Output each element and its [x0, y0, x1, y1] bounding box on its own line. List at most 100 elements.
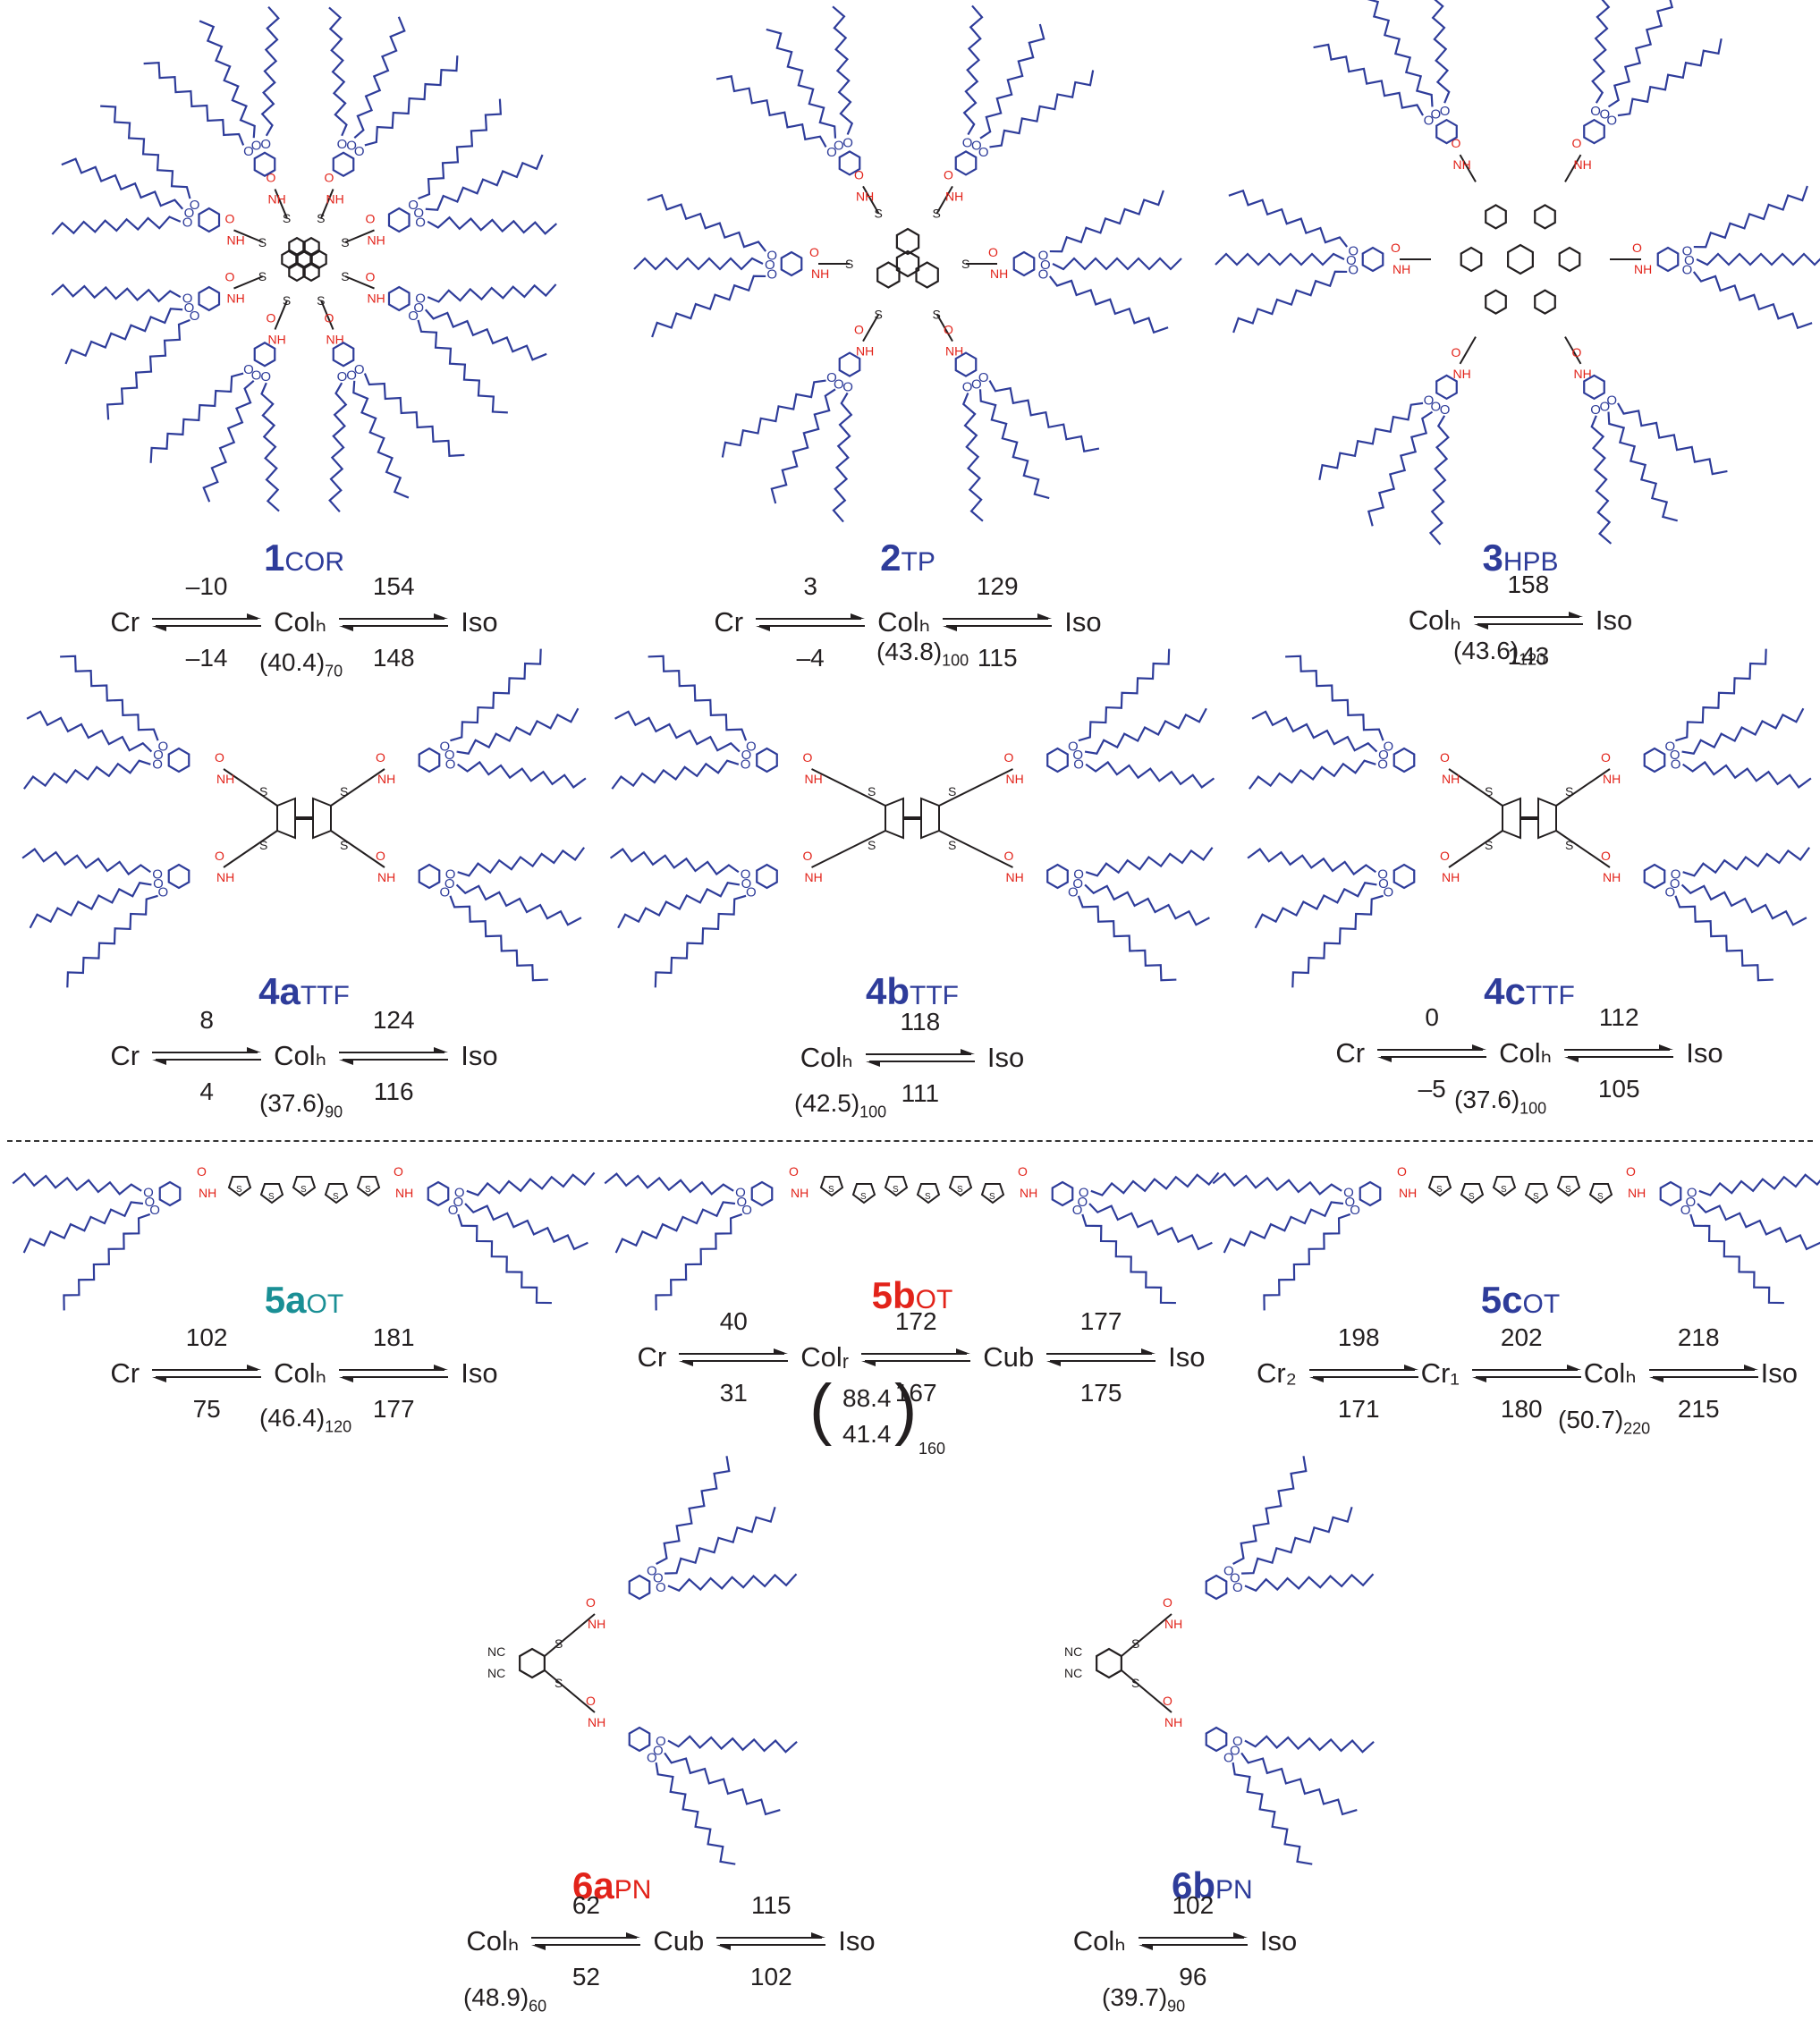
- phase-name: Iso: [461, 1357, 498, 1389]
- ether-oxygen: O: [337, 137, 348, 152]
- ether-oxygen: O: [1671, 757, 1681, 773]
- amide-nh: NH: [1603, 772, 1621, 786]
- compound-4a-label: 4aTTF: [258, 970, 350, 1012]
- alkyl-chain: [1232, 1456, 1308, 1565]
- gallate-ring: [198, 207, 221, 233]
- amide-oxygen: O: [197, 1164, 207, 1179]
- ether-oxygen: O: [1232, 1580, 1243, 1595]
- core-ring: [295, 249, 313, 270]
- ether-oxygen: O: [1230, 1570, 1240, 1585]
- spacer-bond: [862, 185, 880, 215]
- forward-arrowhead: [1743, 1365, 1758, 1370]
- gallate-ring: [253, 151, 276, 178]
- reverse-arrowhead: [1138, 1945, 1153, 1950]
- compound-1-column-dimension: (40.4)70: [259, 648, 343, 680]
- alkyl-chain: [149, 372, 244, 463]
- core-ring: [876, 261, 901, 289]
- ether-oxygen: O: [735, 1186, 746, 1201]
- amide-nh: NH: [791, 1186, 808, 1200]
- spacer-bond: [1459, 154, 1477, 182]
- thiophene-ring: [1492, 1176, 1517, 1197]
- ether-oxygen: O: [1378, 748, 1389, 763]
- compound-5b-dim-b: 41.4: [842, 1420, 892, 1448]
- ether-oxygen: O: [153, 748, 164, 763]
- alkyl-chain: [1692, 271, 1813, 330]
- gallate-ring: [167, 863, 190, 890]
- ether-oxygen: O: [444, 748, 455, 763]
- ether-oxygen: O: [1377, 757, 1388, 773]
- amide-oxygen: O: [1440, 750, 1450, 765]
- gallate-ring: [1643, 863, 1666, 890]
- ether-oxygen: O: [842, 135, 853, 150]
- ether-oxygen: O: [1606, 114, 1617, 129]
- reverse-arrowhead: [943, 626, 958, 631]
- amide-oxygen: O: [215, 849, 224, 863]
- amide-nh: NH: [945, 344, 963, 359]
- gallate-ring: [838, 150, 861, 176]
- alkyl-chain: [832, 5, 854, 135]
- sulfur-atom: S: [301, 1185, 307, 1195]
- ether-oxygen: O: [1223, 1751, 1234, 1766]
- ether-oxygen: O: [190, 198, 200, 213]
- compound-1-label: 1COR: [263, 537, 345, 579]
- amide-nh: NH: [326, 333, 344, 347]
- phase-name: Cub: [653, 1925, 705, 1957]
- ether-oxygen: O: [1590, 104, 1601, 119]
- alkyl-chain: [202, 379, 255, 503]
- ether-oxygen: O: [408, 198, 419, 213]
- ether-oxygen: O: [454, 1186, 465, 1201]
- amide-oxygen: O: [1601, 849, 1611, 863]
- ether-oxygen: O: [444, 876, 455, 892]
- ether-oxygen: O: [408, 308, 419, 324]
- ether-oxygen: O: [1680, 1203, 1691, 1218]
- alkyl-chain: [1251, 710, 1378, 753]
- ether-oxygen: O: [1378, 876, 1389, 892]
- amide-oxygen: O: [325, 170, 334, 184]
- cooling-temperature: 52: [571, 1963, 600, 1990]
- amide-oxygen: O: [215, 750, 224, 765]
- reverse-arrowhead: [152, 1377, 167, 1382]
- alkyl-chain: [1090, 1171, 1220, 1196]
- amide-oxygen: O: [803, 849, 813, 863]
- amide-nh: NH: [1006, 870, 1024, 884]
- spacer-bond: [811, 830, 886, 868]
- thiophene-ring: [356, 1176, 381, 1197]
- forward-arrowhead: [1568, 612, 1583, 617]
- ether-oxygen: O: [346, 368, 357, 383]
- alkyl-chain: [1428, 415, 1450, 545]
- amide-oxygen: O: [1626, 1164, 1636, 1179]
- ether-oxygen: O: [182, 292, 193, 307]
- alkyl-chain: [1367, 410, 1434, 527]
- amide-nh: NH: [945, 189, 963, 203]
- forward-arrowhead: [247, 1047, 262, 1052]
- ether-oxygen: O: [834, 376, 844, 392]
- thiophene-ring: [916, 1183, 941, 1204]
- alkyl-chain: [100, 105, 191, 199]
- amide-nh: NH: [216, 772, 234, 786]
- alkyl-chain: [466, 1171, 596, 1196]
- phenyl-ring: [1460, 246, 1483, 273]
- forward-arrowhead: [956, 1348, 971, 1354]
- spacer-bond: [344, 229, 375, 243]
- amide-nh: NH: [1453, 367, 1471, 381]
- compound-3-label: 3HPB: [1482, 537, 1559, 579]
- gallate-ring: [387, 207, 411, 233]
- alkyl-chain: [51, 216, 182, 235]
- ether-oxygen: O: [962, 135, 973, 150]
- amide-nh: NH: [588, 1715, 605, 1729]
- gallate-ring: [1583, 118, 1605, 145]
- compound-6a-label: 6aPN: [572, 1864, 652, 1906]
- cooling-temperature: –5: [1418, 1075, 1446, 1103]
- ttf-ring: [885, 797, 904, 840]
- alkyl-chain: [961, 393, 984, 522]
